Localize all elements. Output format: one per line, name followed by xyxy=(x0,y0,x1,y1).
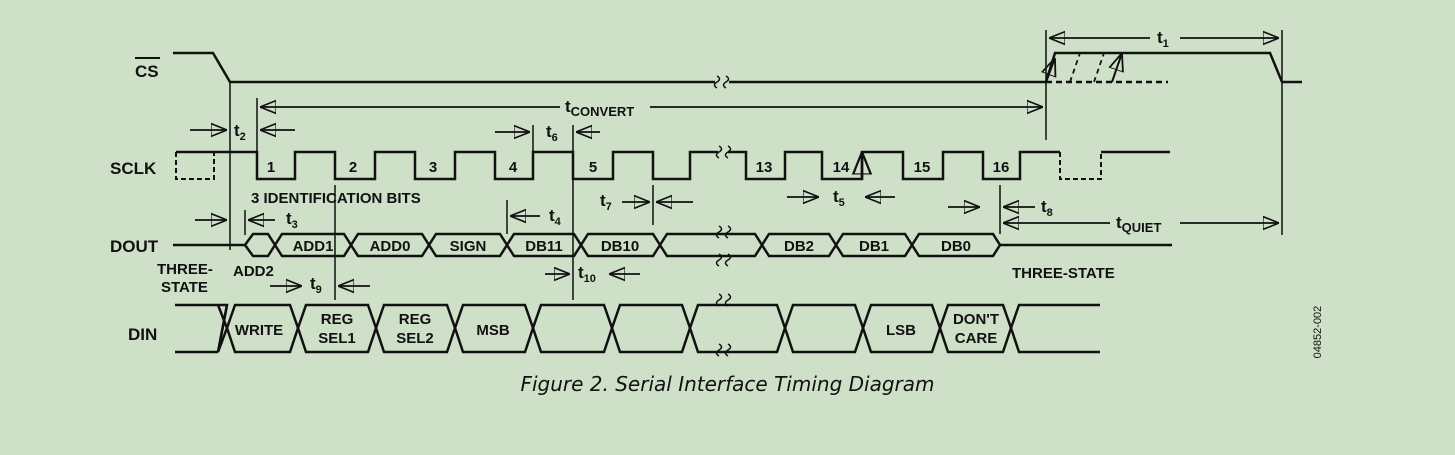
add2-label: ADD2 xyxy=(233,263,274,280)
sclk-waveform xyxy=(176,150,1170,181)
sclk-label: SCLK xyxy=(110,159,157,178)
tconvert-label: tCONVERT xyxy=(565,97,634,119)
dout-segment-label: DB2 xyxy=(784,238,814,255)
clock-number: 16 xyxy=(993,159,1010,176)
tquiet-label: tQUIET xyxy=(1116,213,1161,235)
t10-label: t10 xyxy=(578,263,596,285)
three-state-left-line2: STATE xyxy=(161,279,208,296)
sclk-break-mark xyxy=(715,145,732,159)
din-segment-label: SEL2 xyxy=(396,330,434,347)
dout-segment-label: ADD0 xyxy=(370,238,411,255)
din-cell xyxy=(688,303,787,354)
din-label: DIN xyxy=(128,325,157,344)
t7-label: t7 xyxy=(600,191,612,213)
dout-segment-labels: ADD1 ADD0 SIGN DB11 DB10 DB2 DB1 DB0 xyxy=(293,238,971,255)
din-cells xyxy=(225,303,1013,354)
din-segment-label: MSB xyxy=(476,322,510,339)
dout-segment-label: DB11 xyxy=(525,238,563,255)
clock-number: 2 xyxy=(349,159,357,176)
clock-number: 14 xyxy=(833,159,850,176)
t6-label: t6 xyxy=(546,122,558,144)
din-break-mark xyxy=(715,293,732,357)
dout-break-mark xyxy=(715,225,732,267)
clock-number: 13 xyxy=(756,159,773,176)
din-segment-label: REG xyxy=(321,311,354,328)
t1-label: t1 xyxy=(1157,28,1169,50)
cs-waveform xyxy=(173,53,1302,84)
clock-number: 1 xyxy=(267,159,275,176)
din-segment-labels: WRITE REG SEL1 REG SEL2 MSB LSB DON'T CARE xyxy=(235,311,999,347)
din-cell xyxy=(531,303,614,354)
dout-bus xyxy=(173,232,1172,258)
clock-number: 5 xyxy=(589,159,597,176)
t2-label: t2 xyxy=(234,121,246,143)
dout-label: DOUT xyxy=(110,237,159,256)
t5-label: t5 xyxy=(833,187,845,209)
dout-segment-label: DB1 xyxy=(859,238,889,255)
din-cell xyxy=(938,303,1013,354)
din-segment-label: REG xyxy=(399,311,432,328)
clock-numbers: 1 2 3 4 5 13 14 15 16 xyxy=(267,159,1010,176)
cs-label: CS xyxy=(135,62,159,81)
cs-break-mark xyxy=(713,75,730,89)
figure-caption: Figure 2. Serial Interface Timing Diagra… xyxy=(520,372,935,396)
din-cell xyxy=(610,303,692,354)
document-number: 04852-002 xyxy=(1312,305,1324,359)
three-state-right-label: THREE-STATE xyxy=(1012,265,1115,282)
sclk-dashed-idle xyxy=(175,152,1102,180)
reference-lines xyxy=(229,30,1283,300)
din-segment-label: WRITE xyxy=(235,322,283,339)
clock-number: 3 xyxy=(429,159,437,176)
identification-bits-label: 3 IDENTIFICATION BITS xyxy=(251,190,421,207)
timing-arrows xyxy=(190,38,1279,286)
t9-label: t9 xyxy=(310,274,322,296)
clock-number: 4 xyxy=(509,159,518,176)
dout-segment-label: DB10 xyxy=(601,238,639,255)
din-segment-label: DON'T xyxy=(953,311,999,328)
din-segment-label: CARE xyxy=(955,330,998,347)
din-cell xyxy=(783,303,865,354)
t8-label: t8 xyxy=(1041,197,1053,219)
dout-segment-label: DB0 xyxy=(941,238,971,255)
din-segment-label: LSB xyxy=(886,322,916,339)
t4-label: t4 xyxy=(549,206,562,228)
dout-segment-label: SIGN xyxy=(450,238,487,255)
din-segment-label: SEL1 xyxy=(318,330,356,347)
three-state-left-line1: THREE- xyxy=(157,261,213,278)
clock-number: 15 xyxy=(914,159,931,176)
dout-segment-label: ADD1 xyxy=(293,238,334,255)
t3-label: t3 xyxy=(286,209,298,231)
